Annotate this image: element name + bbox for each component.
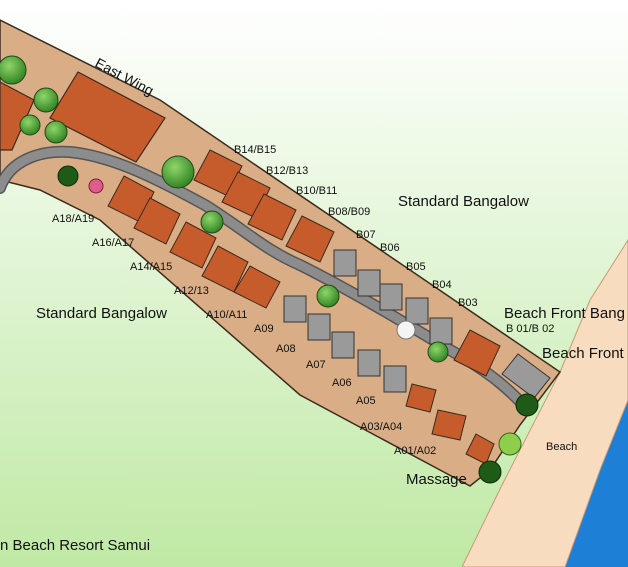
bungalow-b10-b11[interactable] [247, 193, 297, 241]
label-a05: A05 [356, 395, 376, 407]
zone-label-massage: Massage [406, 471, 467, 488]
bungalow-b06[interactable] [357, 269, 381, 297]
tree-icon [0, 55, 27, 85]
bungalow-a14-a15[interactable] [169, 221, 217, 269]
bungalow-b03-roof[interactable] [453, 329, 501, 377]
label-b03: B03 [458, 297, 478, 309]
palm-icon [57, 165, 79, 187]
walkway-inner [0, 147, 533, 415]
tree-icon [161, 155, 195, 189]
main-building [49, 71, 166, 163]
bungalow-a06[interactable] [357, 349, 381, 377]
bungalow-a05[interactable] [383, 365, 407, 393]
tree-icon [316, 284, 340, 308]
bungalow-a09[interactable] [283, 295, 307, 323]
bungalow-b07[interactable] [333, 249, 357, 277]
label-a16-a17: A16/A17 [92, 237, 134, 249]
corner-building [0, 81, 35, 151]
label-a08: A08 [276, 343, 296, 355]
label-b06: B06 [380, 242, 400, 254]
bungalow-b03[interactable] [429, 317, 453, 345]
flower-icon [88, 178, 104, 194]
zone-label-beach: Beach [546, 441, 577, 453]
bungalow-b08-b09[interactable] [285, 215, 335, 263]
palm-icon [498, 432, 522, 456]
label-b08-b09: B08/B09 [328, 206, 370, 218]
label-a12-13: A12/13 [174, 285, 209, 297]
bungalow-a01-a02[interactable] [431, 409, 467, 441]
bungalow-b04[interactable] [405, 297, 429, 325]
label-a03-a04: A03/A04 [360, 421, 402, 433]
label-a10-a11: A10/A11 [206, 309, 247, 321]
tree-icon [44, 120, 68, 144]
label-b07: B07 [356, 229, 376, 241]
label-a07: A07 [306, 359, 326, 371]
label-a14-a15: A14/A15 [130, 261, 172, 273]
zone-label-standard-south: Standard Bangalow [36, 305, 167, 322]
bungalow-a16-a17[interactable] [133, 197, 181, 245]
zone-label-standard-north: Standard Bangalow [398, 193, 529, 210]
tree-icon [33, 87, 59, 113]
vegetation [0, 55, 539, 484]
palm-icon [515, 393, 539, 417]
zone-label-beach-front-2: Beach Front [542, 345, 625, 362]
label-b10-b11: B10/B11 [296, 185, 337, 197]
label-b12-b13: B12/B13 [266, 165, 308, 177]
bungalow-row-south [107, 175, 495, 465]
bungalow-row-north [193, 149, 551, 399]
tree-icon [427, 341, 449, 363]
label-a09: A09 [254, 323, 274, 335]
label-a18-a19: A18/A19 [52, 213, 94, 225]
tree-icon [200, 210, 224, 234]
flower-icon [396, 320, 416, 340]
bungalow-b05[interactable] [379, 283, 403, 311]
tree-icon [19, 114, 41, 136]
label-b01-b02: B 01/B 02 [506, 323, 554, 335]
label-b04: B04 [432, 279, 452, 291]
palm-icon [478, 460, 502, 484]
label-b14-b15: B14/B15 [234, 144, 276, 156]
bungalow-a03-a04[interactable] [405, 383, 437, 413]
zone-label-beach-front-1: Beach Front Bang [504, 305, 625, 322]
bungalow-a08[interactable] [307, 313, 331, 341]
label-b05: B05 [406, 261, 426, 273]
sea-area [565, 400, 628, 567]
beach-sand [461, 239, 628, 567]
label-a06: A06 [332, 377, 352, 389]
resort-name-label: n Beach Resort Samui [0, 537, 150, 554]
bungalow-a10-a11[interactable] [233, 265, 281, 309]
bungalow-a07[interactable] [331, 331, 355, 359]
label-a01-a02: A01/A02 [394, 445, 436, 457]
